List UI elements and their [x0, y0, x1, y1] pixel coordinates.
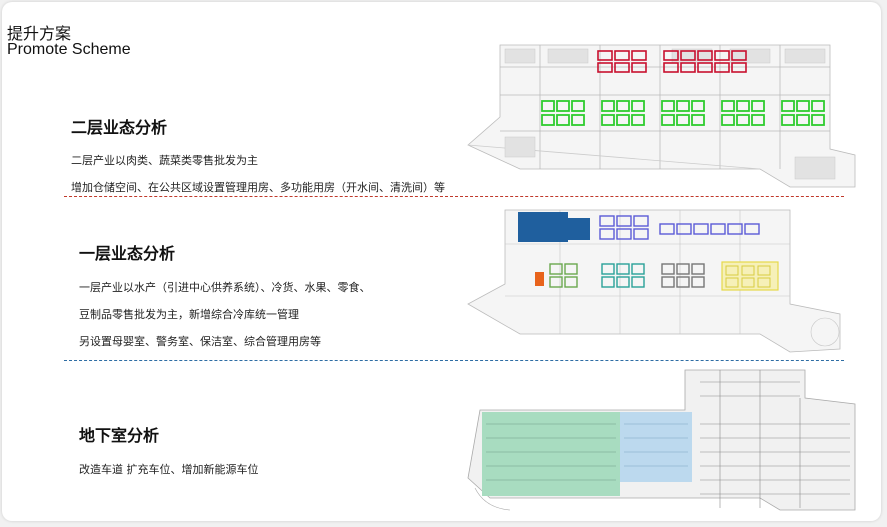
slide-title-cn: 提升方案 — [7, 24, 72, 43]
section-line: 另设置母婴室、警务室、保洁室、综合管理用房等 — [79, 335, 321, 348]
section-line: 二层产业以肉类、蔬菜类零售批发为主 — [71, 154, 258, 167]
section-line: 增加仓储空间、在公共区域设置管理用房、多功能用房（开水间、清洗间）等 — [71, 181, 445, 194]
section-title-floor1: 一层业态分析 — [79, 244, 176, 263]
floor1-plan-image — [467, 209, 841, 353]
divider-blue — [64, 360, 844, 361]
section-title-floor2: 二层业态分析 — [71, 118, 168, 137]
slide-title-en: Promote Scheme — [7, 41, 131, 58]
floor2-plan-image — [467, 44, 856, 188]
section-line: 一层产业以水产（引进中心供养系统）、冷货、水果、零食、 — [79, 281, 371, 294]
section-title-basement: 地下室分析 — [79, 426, 160, 445]
basement-plan-image — [467, 369, 856, 511]
divider-red — [64, 196, 844, 197]
section-line: 改造车道 扩充车位、增加新能源车位 — [79, 463, 259, 476]
section-line: 豆制品零售批发为主，新增综合冷库统一管理 — [79, 308, 299, 321]
slide-card: 提升方案 Promote Scheme 二层业态分析 二层产业以肉类、蔬菜类零售… — [2, 2, 881, 521]
